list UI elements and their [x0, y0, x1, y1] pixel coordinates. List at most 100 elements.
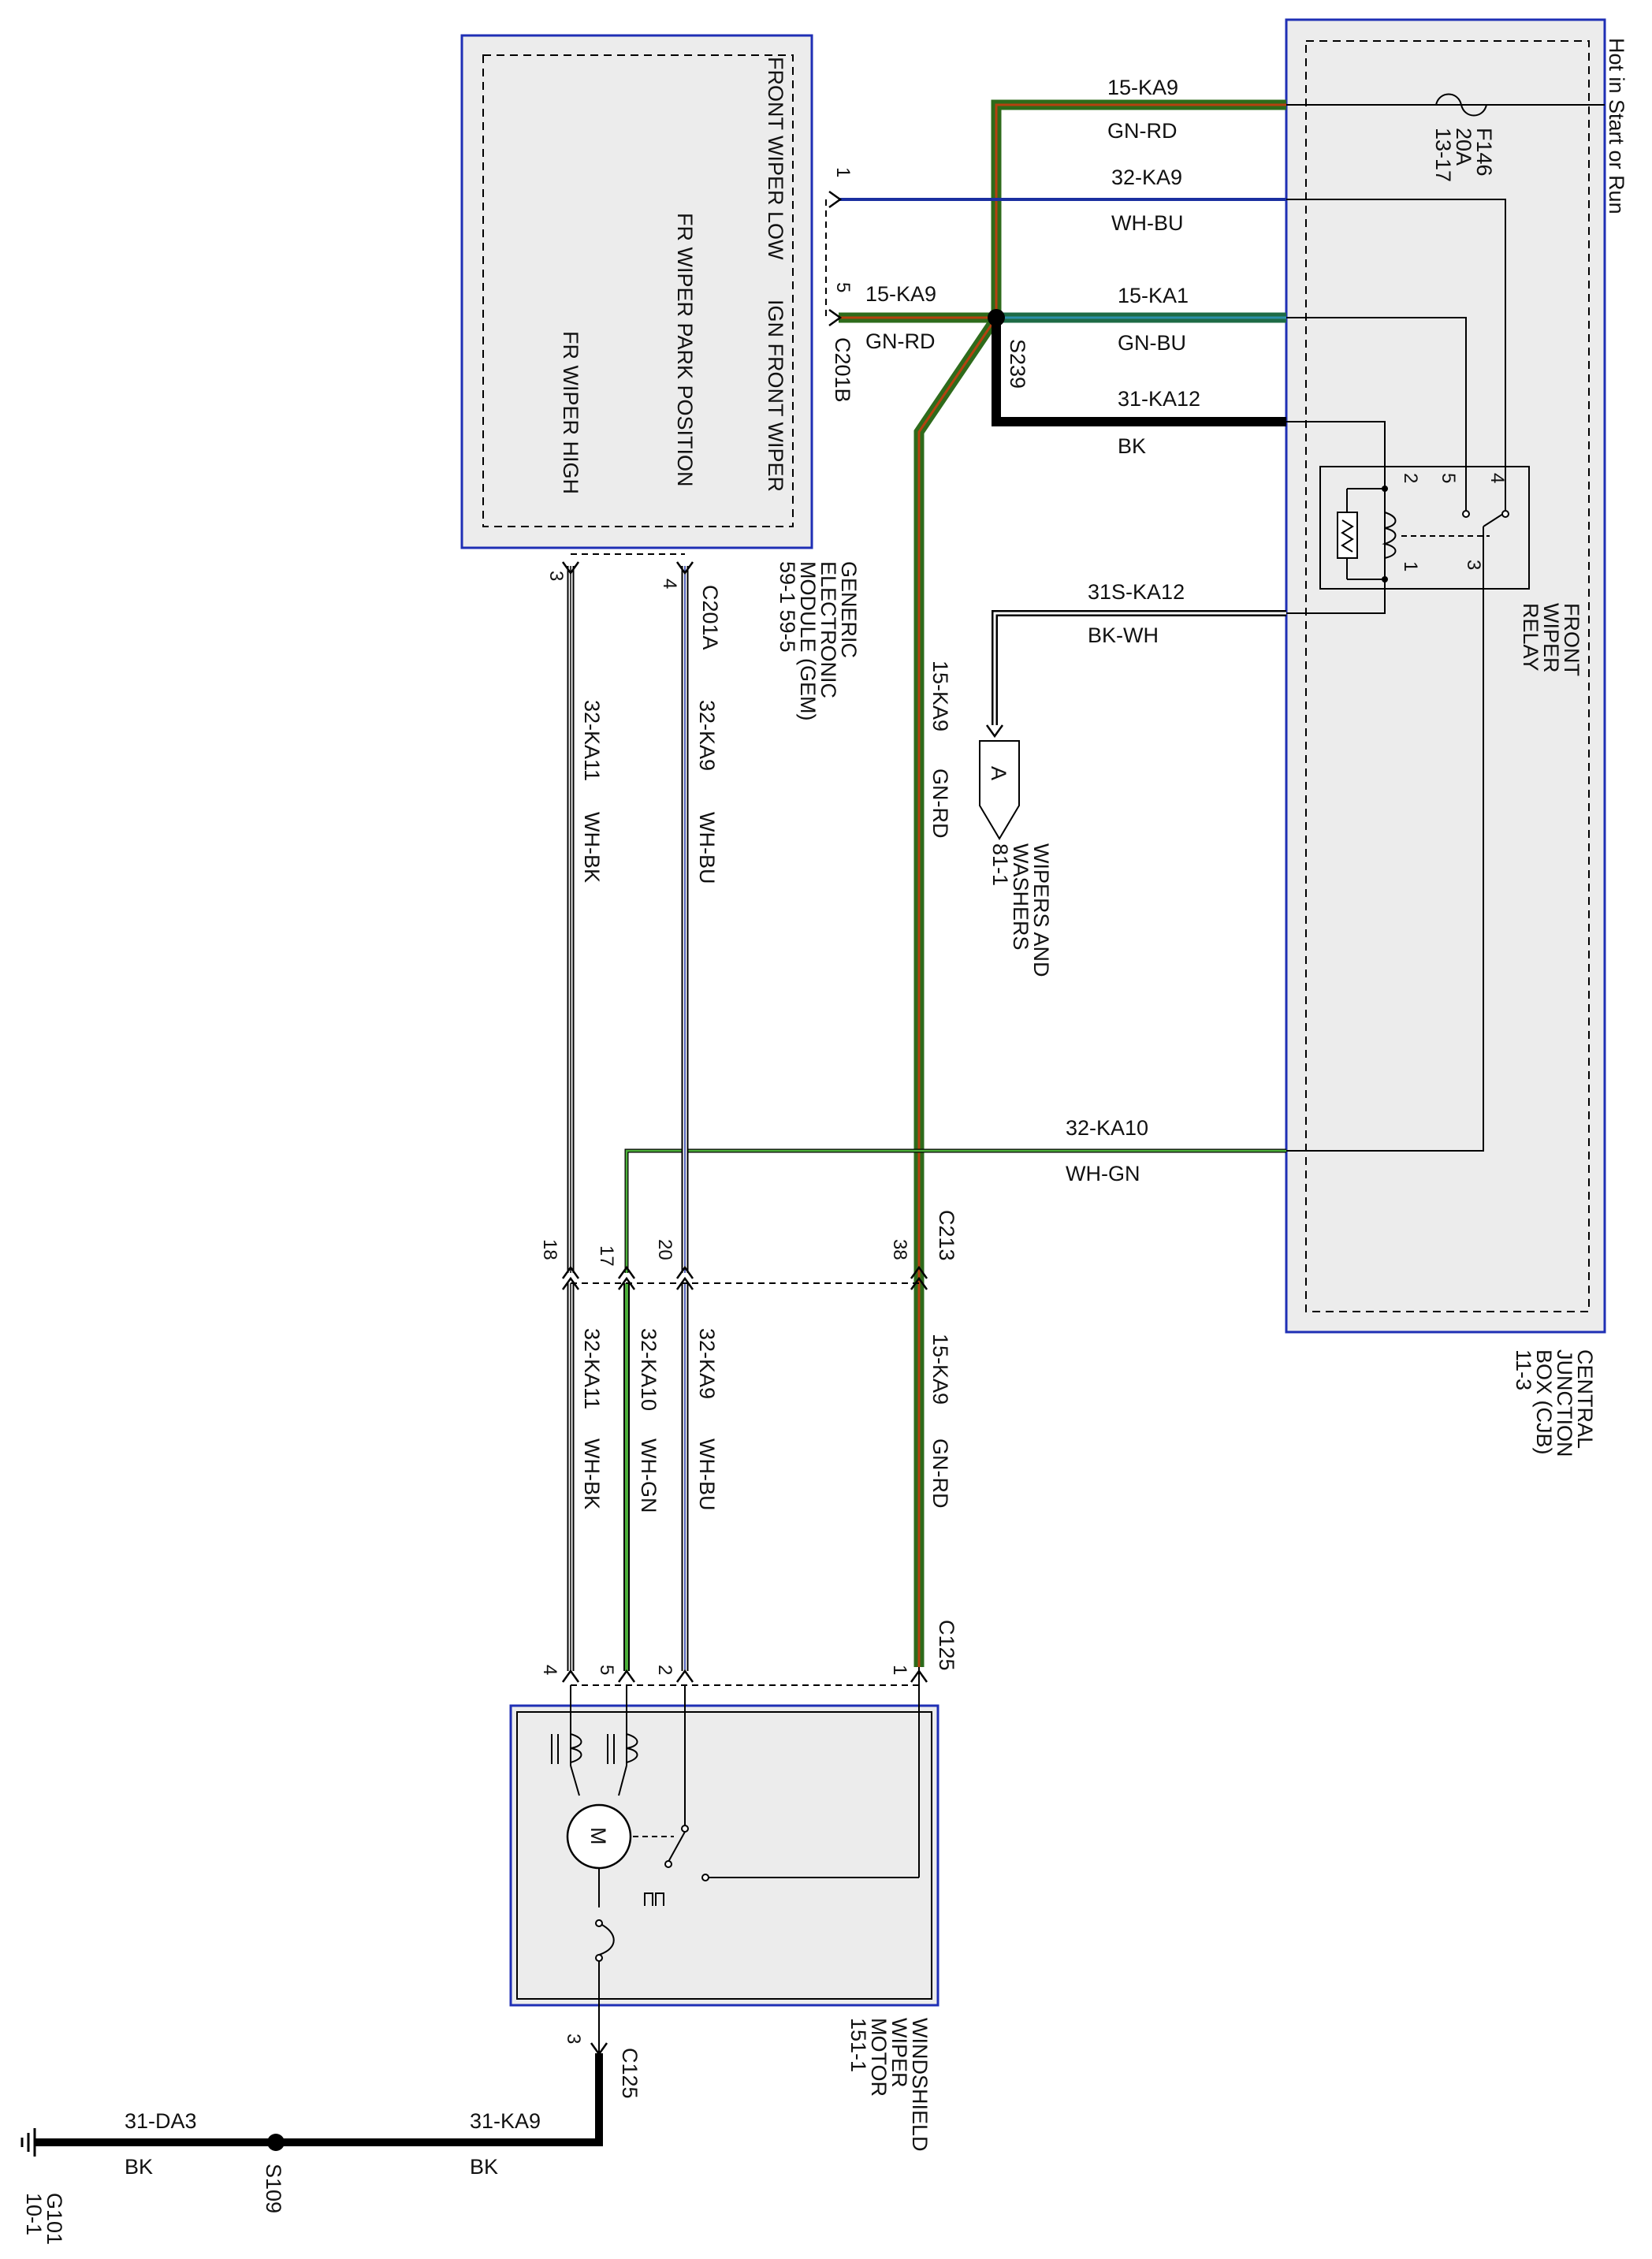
svg-text:GENERIC: GENERIC — [837, 561, 861, 658]
gem-pin-park-label: FR WIPER PARK POSITION — [673, 213, 697, 487]
connector-c213 — [561, 1265, 928, 1290]
wire-motor-feed-lower-circuit: 15-KA9 — [928, 1334, 952, 1405]
wire-relay-ground-circuit: 31-KA12 — [1118, 387, 1200, 411]
wire-relay-high-circuit: 32-KA10 — [1066, 1116, 1148, 1140]
wire-relay-coil-feed — [996, 312, 1467, 512]
svg-text:FRONT: FRONT — [1560, 603, 1583, 676]
c125-ground-label: C125 — [618, 2048, 642, 2099]
wire-motor-ground-color: BK — [470, 2155, 498, 2179]
c201a-label: C201A — [698, 585, 722, 650]
offpage-label: WIPERS AND WASHERS 81-1 — [988, 843, 1053, 977]
svg-text:MOTOR: MOTOR — [867, 2018, 891, 2097]
gem-pin-low-label: FRONT WIPER LOW — [764, 57, 787, 260]
gem-module — [460, 34, 813, 549]
c201b-pin-5: 5 — [832, 282, 854, 292]
wire-high-to-c213-color: WH-BK — [580, 812, 604, 883]
svg-text:59-1 59-5: 59-1 59-5 — [776, 561, 799, 653]
wire-relay-ground-color: BK — [1118, 434, 1146, 458]
gem-name-label: GENERIC ELECTRONIC MODULE (GEM) 59-1 59-… — [776, 561, 861, 721]
svg-text:2: 2 — [1400, 473, 1421, 483]
s239-label: S239 — [1006, 339, 1029, 389]
svg-text:151-1: 151-1 — [846, 2018, 870, 2072]
wire-ka10-to-motor-circuit: 32-KA10 — [637, 1328, 660, 1411]
connector-c125-top — [561, 1667, 928, 1686]
c213-pin-38: 38 — [889, 1239, 910, 1260]
connector-c201a — [561, 553, 694, 575]
c213-pin-18: 18 — [539, 1239, 560, 1260]
motor-name-label: WINDSHIELD WIPER MOTOR 151-1 — [846, 2018, 932, 2152]
c125-pin-2: 2 — [654, 1665, 675, 1675]
relay-name-label: FRONT WIPER RELAY — [1519, 603, 1583, 676]
c201a-pin-3: 3 — [545, 571, 567, 581]
motor-internals — [551, 1685, 920, 2053]
svg-text:WIPER: WIPER — [887, 2018, 911, 2088]
gem-pin-ign-label: IGN FRONT WIPER — [764, 300, 787, 492]
offpage-connector-a — [979, 724, 1020, 840]
svg-text:WASHERS: WASHERS — [1009, 843, 1032, 951]
relay-pin-labels: 1 2 3 4 5 — [1400, 473, 1508, 571]
cjb-box — [1285, 18, 1606, 1334]
wire-ground-circuit: 31-DA3 — [125, 2109, 197, 2133]
svg-text:81-1: 81-1 — [988, 843, 1012, 886]
wire-feed-color: GN-RD — [1107, 119, 1178, 143]
wire-high-to-motor-circuit: 32-KA11 — [580, 1328, 604, 1409]
relay-internals — [1337, 486, 1509, 582]
c125-pin-5: 5 — [596, 1665, 617, 1675]
wire-relay-high — [624, 527, 1484, 1273]
field-winding-ka10 — [626, 1733, 638, 1763]
c201a-pin-4: 4 — [659, 579, 680, 589]
splice-s109 — [267, 2134, 285, 2151]
wire-motor-feed — [913, 314, 1001, 1667]
svg-text:WIPERS AND: WIPERS AND — [1029, 843, 1053, 977]
ground-symbol — [20, 2128, 36, 2157]
hot-label: Hot in Start or Run — [1605, 38, 1628, 214]
wire-relay-to-a — [992, 579, 1386, 725]
fuse-f146-symbol — [1435, 93, 1487, 117]
wire-motor-feed-upper-circuit: 15-KA9 — [928, 661, 952, 731]
field-winding-high — [570, 1733, 582, 1763]
wire-relay-to-a-color: BK-WH — [1088, 623, 1159, 647]
wire-ground-color: BK — [125, 2155, 153, 2179]
splice-s239 — [988, 309, 1005, 326]
svg-text:JUNCTION: JUNCTION — [1553, 1349, 1576, 1457]
wire-relay-coil-feed-color: GN-BU — [1118, 331, 1186, 355]
gem-pin-labels: FRONT WIPER LOW IGN FRONT WIPER FR WIPER… — [559, 57, 787, 494]
svg-text:WIPER: WIPER — [1539, 603, 1563, 673]
c125-label: C125 — [935, 1620, 958, 1671]
svg-text:3: 3 — [1463, 560, 1484, 570]
c201b-pin-1: 1 — [832, 167, 854, 177]
wire-gem-low — [839, 198, 1506, 512]
motor-symbol-label: M — [586, 1827, 610, 1845]
fuse-label: F146 20A 13-17 — [1431, 128, 1496, 182]
ground-label: G101 10-1 — [22, 2193, 66, 2245]
svg-text:F146: F146 — [1472, 128, 1496, 177]
wire-gem-ign-circuit: 15-KA9 — [865, 282, 936, 306]
cjb-name-label: CENTRAL JUNCTION BOX (CJB) 11-3 — [1512, 1349, 1597, 1457]
thermal-breaker — [598, 1922, 615, 1956]
c213-pin-17: 17 — [596, 1245, 617, 1267]
svg-text:11-3: 11-3 — [1512, 1349, 1535, 1390]
c125-pin-4: 4 — [539, 1665, 560, 1675]
c125-pin-1: 1 — [889, 1665, 910, 1675]
wire-high-to-c213-circuit: 32-KA11 — [580, 700, 604, 781]
wire-gem-low-color: WH-BU — [1111, 211, 1183, 235]
wire-feed — [991, 99, 1286, 318]
c201b-label: C201B — [831, 337, 854, 403]
offpage-letter: A — [987, 766, 1010, 780]
svg-text:WINDSHIELD: WINDSHIELD — [908, 2018, 932, 2152]
svg-text:MODULE (GEM): MODULE (GEM) — [796, 561, 820, 721]
wire-motor-ground-circuit: 31-KA9 — [470, 2109, 541, 2133]
c213-label: C213 — [935, 1210, 958, 1261]
c125-ground-pin: 3 — [563, 2034, 584, 2044]
hot-bus — [1286, 93, 1605, 117]
wire-high-to-motor-color: WH-BK — [580, 1438, 604, 1509]
wire-feed-circuit: 15-KA9 — [1107, 76, 1178, 99]
wire-low-to-c213-color: WH-BU — [695, 812, 719, 884]
svg-text:G101: G101 — [43, 2193, 66, 2245]
gem-pin-high-label: FR WIPER HIGH — [559, 331, 582, 494]
wire-motor-feed-lower-color: GN-RD — [928, 1438, 952, 1509]
wire-relay-coil-feed-circuit: 15-KA1 — [1118, 284, 1189, 307]
svg-text:20A: 20A — [1452, 128, 1475, 166]
svg-text:13-17: 13-17 — [1431, 128, 1455, 182]
